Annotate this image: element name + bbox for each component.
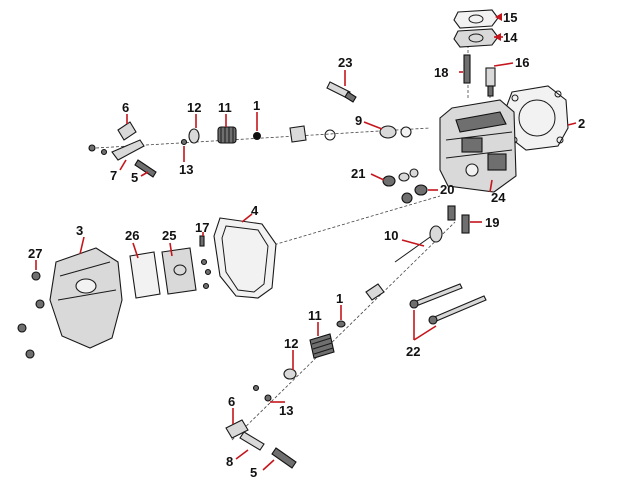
callout-6-lower: 6 bbox=[228, 394, 235, 409]
part-3-head-cover bbox=[49, 247, 123, 349]
part-12-spring-seat-upper bbox=[188, 128, 200, 144]
callout-16: 16 bbox=[515, 55, 529, 70]
callout-25: 25 bbox=[162, 228, 176, 243]
callout-1-lower: 1 bbox=[336, 291, 343, 306]
part-14-plate bbox=[453, 28, 499, 48]
callout-11-lower: 11 bbox=[308, 308, 322, 323]
part-20-nut bbox=[401, 184, 428, 204]
part-23-spark-plug bbox=[326, 81, 357, 103]
callout-10: 10 bbox=[384, 228, 398, 243]
part-6-rocker-upper bbox=[88, 121, 137, 156]
part-12-spring-seat-lower bbox=[283, 368, 297, 380]
part-11-spring-upper bbox=[217, 126, 237, 144]
callout-27: 27 bbox=[28, 246, 42, 261]
callout-2: 2 bbox=[578, 116, 585, 131]
part-16-sensor bbox=[485, 67, 496, 97]
callout-18: 18 bbox=[434, 65, 448, 80]
callout-labels: 15 14 16 18 23 2 6 12 11 1 9 13 7 5 21 2… bbox=[28, 10, 585, 480]
callout-8: 8 bbox=[226, 454, 233, 469]
valve-guide-upper bbox=[289, 125, 336, 143]
part-13-keeper-lower bbox=[252, 384, 272, 402]
part-8-rocker-arm bbox=[239, 431, 265, 451]
part-4-cover-gasket bbox=[213, 217, 277, 299]
callout-14: 14 bbox=[503, 30, 518, 45]
part-5-adjust-screw-lower bbox=[271, 447, 297, 469]
callout-15: 15 bbox=[503, 10, 517, 25]
callout-5-upper: 5 bbox=[131, 170, 138, 185]
part-21-nuts bbox=[382, 168, 419, 187]
part-11-spring-lower bbox=[309, 333, 335, 359]
part-1-seal-lower bbox=[336, 320, 346, 328]
callout-24: 24 bbox=[491, 190, 506, 205]
callout-1-upper: 1 bbox=[253, 98, 260, 113]
callout-23: 23 bbox=[338, 55, 352, 70]
part-17-screws bbox=[199, 235, 212, 290]
leader-lines bbox=[35, 13, 577, 471]
callout-12-upper: 12 bbox=[187, 100, 201, 115]
part-24-cylinder-head bbox=[439, 99, 517, 193]
callout-17: 17 bbox=[195, 220, 209, 235]
part-22-long-bolts bbox=[409, 283, 487, 325]
part-6-rocker-lower bbox=[225, 419, 249, 439]
part-10-valve bbox=[394, 225, 443, 263]
callout-22: 22 bbox=[406, 344, 420, 359]
callout-20: 20 bbox=[440, 182, 454, 197]
callout-11-upper: 11 bbox=[218, 100, 232, 115]
part-25-plate bbox=[161, 247, 197, 295]
part-27-bolts bbox=[17, 271, 45, 359]
part-1-seal-upper bbox=[253, 132, 261, 140]
callout-13-upper: 13 bbox=[179, 162, 193, 177]
callout-7: 7 bbox=[110, 168, 117, 183]
callout-26: 26 bbox=[125, 228, 139, 243]
callout-5-lower: 5 bbox=[250, 465, 257, 480]
part-7-rocker-arm bbox=[111, 139, 145, 161]
callout-12-lower: 12 bbox=[284, 336, 298, 351]
part-13-keeper-upper bbox=[180, 138, 188, 146]
callout-13-lower: 13 bbox=[279, 403, 293, 418]
callout-21: 21 bbox=[351, 166, 365, 181]
callout-19: 19 bbox=[485, 215, 499, 230]
part-15-gasket bbox=[453, 9, 499, 29]
callout-3: 3 bbox=[76, 223, 83, 238]
part-5-adjust-screw-upper bbox=[134, 159, 157, 178]
valve-guide-lower bbox=[365, 283, 385, 301]
callout-4: 4 bbox=[251, 203, 259, 218]
callout-6-upper: 6 bbox=[122, 100, 129, 115]
part-18-stud bbox=[463, 54, 471, 84]
callout-9: 9 bbox=[355, 113, 362, 128]
part-19-dowel bbox=[447, 205, 470, 234]
part-26-plate bbox=[129, 251, 161, 299]
part-9-oring bbox=[379, 125, 412, 139]
